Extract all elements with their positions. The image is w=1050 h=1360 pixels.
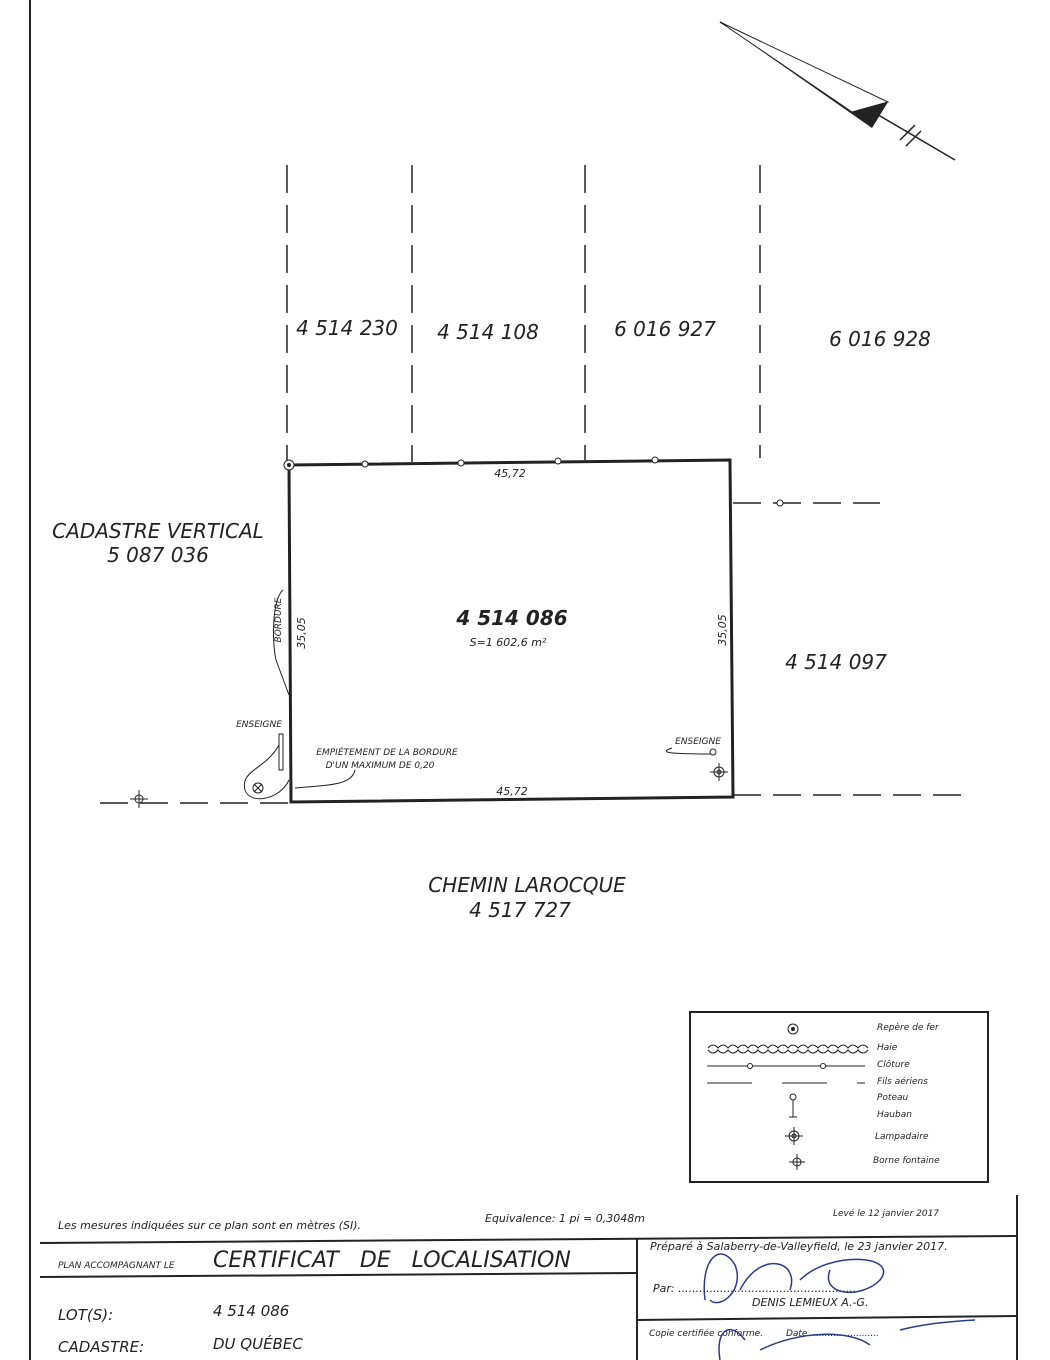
empietement-line2: D'UN MAXIMUM DE 0,20 <box>326 761 435 771</box>
prepared-note: Préparé à Salaberry-de-Valleyfield, le 2… <box>650 1240 948 1253</box>
streetlight-icon <box>710 763 728 781</box>
neighbor-lot-label: 6 016 928 <box>829 327 931 351</box>
enseigne-arrow <box>665 747 711 755</box>
signature-line: Par: ...................................… <box>653 1282 856 1295</box>
lots-label: LOT(S): <box>58 1306 113 1324</box>
empietement-arrow <box>294 769 356 789</box>
street-name: CHEMIN LAROCQUE <box>428 873 626 897</box>
sign-icon <box>278 733 284 771</box>
right-length: 35,05 <box>716 614 729 646</box>
legend-label: Poteau <box>877 1093 909 1103</box>
cadastre-vertical-label: CADASTRE VERTICAL <box>52 519 264 543</box>
main-lot-number: 4 514 086 <box>455 606 567 630</box>
left-length: 35,05 <box>295 617 308 649</box>
east-lot-label: 4 514 097 <box>785 650 887 674</box>
cadastre-value: DU QUÉBEC <box>213 1334 303 1353</box>
legend-label: Clôture <box>877 1059 910 1070</box>
empietement-line1: EMPIÉTEMENT DE LA BORDURE <box>316 746 458 758</box>
cadastre-label: CADASTRE: <box>58 1338 144 1356</box>
legend: Repère de fer Haie Clôture Fils aériens … <box>689 1011 989 1183</box>
bordure-curve <box>273 589 290 696</box>
neighbor-lot-label: 4 514 230 <box>296 316 398 340</box>
north-arrow-icon <box>719 21 956 161</box>
title-block-lines <box>39 1235 1018 1360</box>
lots-value: 4 514 086 <box>213 1302 289 1320</box>
legend-label: Borne fontaine <box>873 1156 940 1166</box>
enseigne-right-label: ENSEIGNE <box>675 737 721 747</box>
sign-post-icon <box>709 748 717 756</box>
document-title: CERTIFICAT DE LOCALISATION <box>213 1248 571 1273</box>
pole-icon <box>789 1093 797 1101</box>
neighbor-lot-label: 6 016 927 <box>614 317 716 341</box>
neighbor-lot-label: 4 514 108 <box>437 320 539 344</box>
hedge-icon <box>707 1044 869 1054</box>
streetlight-icon <box>785 1127 803 1145</box>
iron-marker-icon <box>287 463 291 467</box>
legend-label: Lampadaire <box>875 1132 929 1142</box>
bottom-length: 45,72 <box>496 785 528 798</box>
enseigne-left-label: ENSEIGNE <box>236 720 282 730</box>
iron-marker-icon <box>787 1023 799 1035</box>
street-lot-number: 4 517 727 <box>469 898 571 922</box>
main-lot-area: S=1 602,6 m² <box>470 636 547 649</box>
legend-label: Repère de fer <box>877 1022 940 1033</box>
units-note: Les mesures indiquées sur ce plan sont e… <box>58 1219 361 1232</box>
top-length: 45,72 <box>494 467 526 480</box>
fire-hydrant-icon <box>789 1154 805 1170</box>
main-lot-boundary <box>287 458 735 804</box>
bordure-label: BORDURE <box>274 597 284 642</box>
signature-icon <box>703 1253 976 1360</box>
legend-label: Fils aériens <box>877 1076 928 1087</box>
certified-copy-note: Copie certifiée conforme. Date .........… <box>649 1328 879 1339</box>
lot-division-lines <box>100 165 970 804</box>
plan-label: PLAN ACCOMPAGNANT LE <box>58 1261 175 1271</box>
legend-label: Hauban <box>877 1110 912 1120</box>
fence-markers <box>283 456 784 507</box>
cadastre-vertical-number: 5 087 036 <box>107 543 209 567</box>
fire-hydrant-icon <box>130 790 148 808</box>
surveyor-name: DENIS LEMIEUX A.-G. <box>752 1296 868 1309</box>
equivalence-note: Equivalence: 1 pi = 0,3048m <box>485 1212 645 1225</box>
legend-label: Haie <box>877 1043 898 1053</box>
sign-outline <box>243 744 290 800</box>
guy-wire-icon <box>252 782 264 794</box>
survey-date: Levé le 12 janvier 2017 <box>833 1208 939 1219</box>
